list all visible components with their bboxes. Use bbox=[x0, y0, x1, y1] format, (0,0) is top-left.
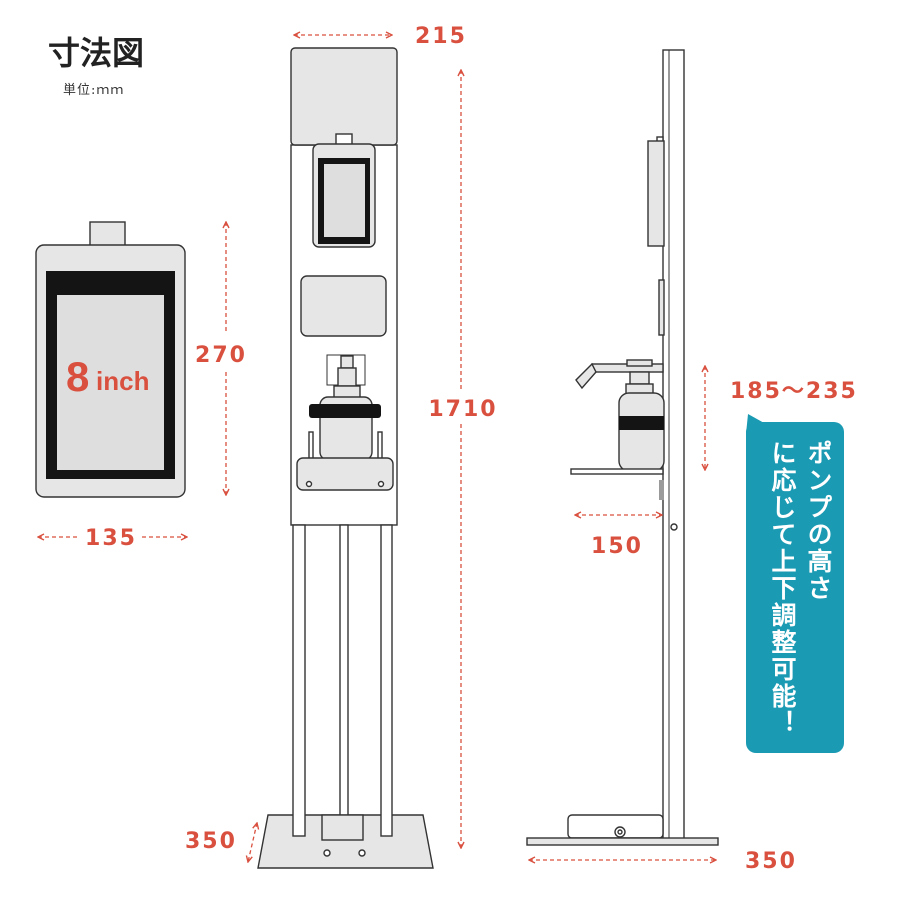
side-tablet bbox=[647, 140, 665, 247]
pump-stem bbox=[337, 367, 357, 387]
adjustable-height-callout: ポンプの高さ に応じて上下調整可能！ bbox=[746, 422, 844, 753]
dimension-label: 185〜235 bbox=[730, 379, 858, 404]
side-sensor-block bbox=[658, 279, 665, 336]
leg-left bbox=[292, 524, 306, 837]
side-shelf bbox=[570, 468, 664, 475]
dimension-label: 350 bbox=[185, 829, 237, 854]
stand-top-panel bbox=[290, 47, 398, 146]
side-pump-nozzle bbox=[575, 362, 597, 390]
dimension-label: 270 bbox=[195, 343, 247, 368]
dimension-label: 1710 bbox=[428, 397, 497, 422]
dimension-tablet-width: 135 bbox=[38, 526, 187, 551]
dimension-base-depth-side: 350 bbox=[529, 849, 797, 874]
dimension-label: 135 bbox=[85, 526, 137, 551]
leg-right bbox=[380, 524, 393, 837]
dimension-stand-width: 215 bbox=[294, 24, 467, 49]
tray-screw bbox=[305, 480, 313, 488]
side-bottle-body bbox=[618, 392, 665, 472]
stand-side-view bbox=[526, 49, 719, 846]
base-hole bbox=[323, 849, 331, 857]
bottle-strap bbox=[309, 404, 381, 418]
holder-arm-right bbox=[377, 431, 383, 461]
bottle-tray bbox=[296, 457, 394, 491]
side-pump-head bbox=[626, 359, 653, 367]
pump-head bbox=[340, 355, 354, 369]
tablet-size-number: 8 bbox=[66, 353, 89, 400]
dimension-pump-height: 185〜235 bbox=[705, 366, 858, 470]
side-pedal-pivot-inner bbox=[617, 829, 623, 835]
side-bottle-strap bbox=[619, 416, 664, 430]
dimension-stand-height: 1710 bbox=[428, 70, 497, 848]
tablet-mount-tab bbox=[89, 221, 126, 248]
side-base bbox=[526, 837, 719, 846]
dimension-label: 150 bbox=[591, 534, 643, 559]
dimension-shelf-depth: 150 bbox=[575, 515, 662, 559]
dimension-label: 215 bbox=[415, 24, 467, 49]
callout-line: に応じて上下調整可能！ bbox=[768, 440, 797, 737]
holder-arm-left bbox=[308, 431, 314, 461]
tablet-size-unit: inch bbox=[96, 366, 149, 396]
side-pump-stem bbox=[629, 371, 650, 385]
base-hole bbox=[358, 849, 366, 857]
dimension-label: 350 bbox=[745, 849, 797, 874]
center-pole bbox=[339, 524, 349, 816]
side-pole-screw bbox=[670, 523, 678, 531]
sensor-window bbox=[300, 275, 387, 337]
tablet-screen bbox=[57, 295, 164, 470]
dimension-base-depth-front: 350 bbox=[185, 823, 257, 862]
bottle-neck bbox=[333, 385, 361, 399]
front-tablet-screen bbox=[324, 164, 365, 237]
side-pole bbox=[662, 49, 685, 841]
tray-screw bbox=[377, 480, 385, 488]
side-shelf-knob bbox=[659, 480, 664, 500]
stand-front-view bbox=[257, 47, 434, 869]
unit-label: 単位:ｍｍ bbox=[63, 82, 124, 98]
dimension-tablet-height: 270 bbox=[195, 222, 247, 495]
tablet-detail: 8 inch bbox=[35, 221, 186, 498]
dimension-line bbox=[248, 823, 257, 862]
callout-line: ポンプの高さ bbox=[804, 440, 833, 602]
foot-pedal bbox=[321, 814, 364, 841]
page-title: 寸法図 bbox=[48, 34, 144, 72]
